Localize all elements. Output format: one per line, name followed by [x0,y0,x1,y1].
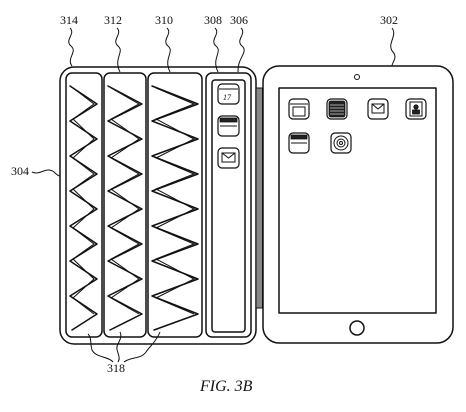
leader-304 [31,169,61,177]
label-318: 318 [107,361,125,375]
label-310: 310 [155,13,173,27]
reference-labels: 314 312 310 308 306 302 304 318 [11,13,398,375]
front-camera [354,74,360,80]
leader-302 [390,27,396,67]
fold-zigzag-312 [107,85,143,331]
fold-zigzag-312-inner [110,87,141,315]
label-304: 304 [11,164,29,178]
cover-panel-314 [65,72,103,338]
video-icon [217,115,240,137]
smart-cover: 17 [59,66,257,345]
label-306: 306 [230,13,248,27]
tablet-screen [278,87,437,314]
leader-318-c [123,331,161,363]
figure-caption: FIG. 3B [199,378,253,395]
tablet-device [262,65,454,344]
screen-camera-icon [330,132,352,154]
cover-panel-308 [205,72,252,338]
tablet-body [262,65,454,344]
screen-notes-icon [326,98,348,120]
cover-panel-310 [147,72,203,338]
calendar-day-text: 17 [223,93,232,102]
screen-contacts-icon [405,98,427,120]
label-308: 308 [204,13,222,27]
leader-308 [213,27,219,73]
screen-calendar-icon [288,98,310,120]
leader-310 [165,27,171,73]
mail-icon [217,147,240,169]
fold-zigzag-310 [151,85,199,331]
leader-312 [115,27,121,73]
leader-318-a [87,333,114,363]
screen-mail-icon [367,98,389,120]
leader-306 [237,27,245,73]
label-302: 302 [380,13,398,27]
fold-zigzag-314-inner [72,87,95,315]
fold-zigzag-314 [69,85,98,331]
screen-video-icon [288,132,310,154]
home-button [349,320,365,336]
cover-panel-312 [103,72,147,338]
leader-318-b [116,331,122,363]
cover-hinge [255,87,263,309]
calendar-icon: 17 [217,83,240,105]
fold-zigzag-310-inner [154,87,196,315]
icon-panel-window [211,79,246,333]
leader-314 [68,27,74,67]
label-312: 312 [104,13,122,27]
label-314: 314 [60,13,78,27]
